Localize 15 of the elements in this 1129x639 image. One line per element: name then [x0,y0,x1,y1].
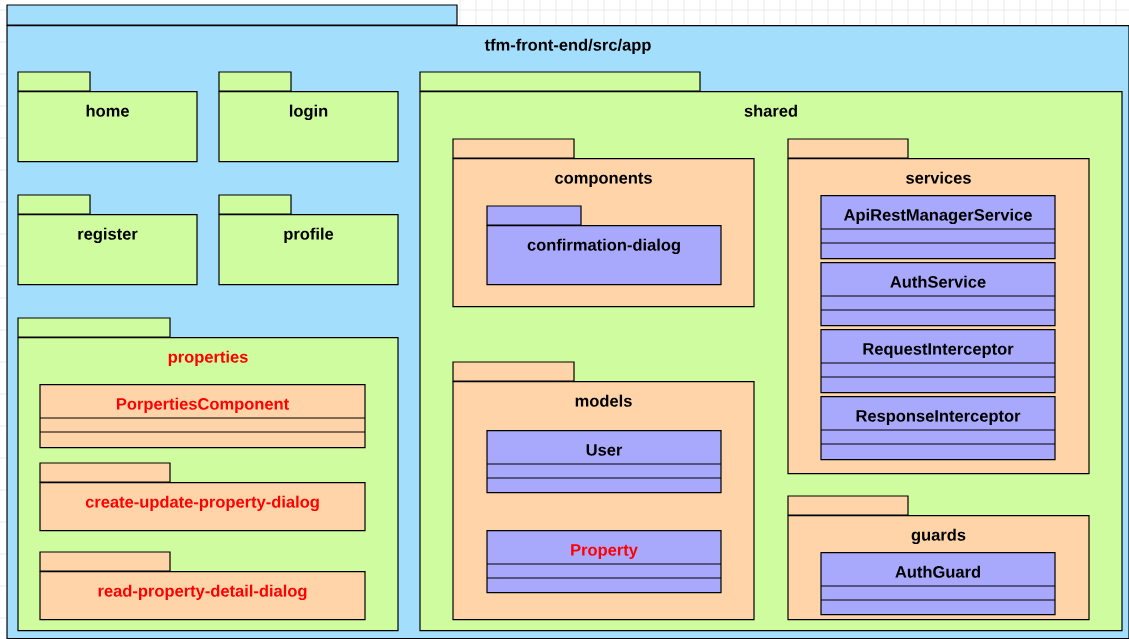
class-box: ResponseInterceptor [820,396,1056,461]
package-folder: confirmation-dialog [486,205,722,286]
class-box: RequestInterceptor [820,329,1056,394]
class-box: ApiRestManagerService [820,195,1056,260]
class-box: AuthService [820,262,1056,327]
package-folder: create-update-property-dialog [39,462,366,532]
package-folder: login [218,71,399,163]
class-box: Property [486,530,722,594]
package-folder: home [17,71,198,163]
class-box: User [486,430,722,494]
class-box: PorpertiesComponent [39,384,366,449]
package-folder: profile [218,194,399,286]
package-folder: register [17,194,198,286]
class-box: AuthGuard [820,552,1056,616]
package-folder: read-property-detail-dialog [39,551,366,621]
